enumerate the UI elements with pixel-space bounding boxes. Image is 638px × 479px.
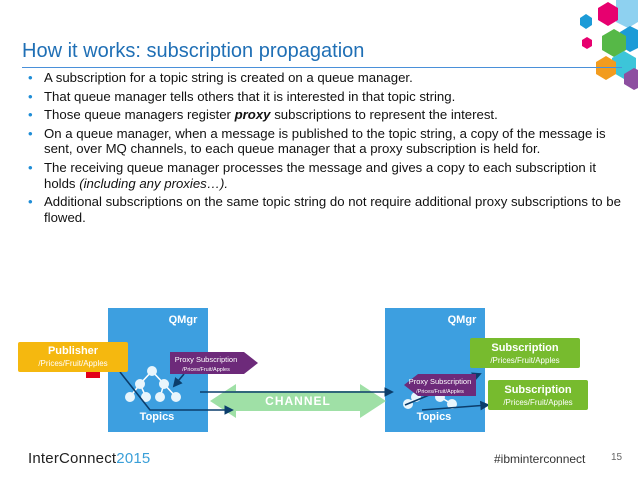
- flow-arrow: [119, 371, 234, 415]
- bullet-text: Additional subscriptions on the same top…: [44, 194, 621, 225]
- bullet-text: subscriptions to represent the interest.: [270, 107, 498, 123]
- flow-arrow: [421, 400, 490, 411]
- proxy-subscription-right: Proxy Subscription /Prices/Fruit/Apples: [404, 374, 476, 396]
- subscription-box-2: Subscription /Prices/Fruit/Apples: [488, 380, 588, 410]
- hexagon-decoration: [580, 0, 638, 90]
- proxy-left-title: Proxy Subscription: [175, 355, 238, 364]
- bullet-dot: •: [28, 88, 33, 104]
- topic-node: [159, 379, 169, 389]
- bullet-text: That queue manager tells others that it …: [44, 88, 456, 104]
- publisher-accent: [86, 368, 100, 378]
- bullet-dot: •: [28, 159, 33, 175]
- topics-right-label: Topics: [417, 411, 452, 423]
- topic-node: [155, 392, 165, 402]
- channel: CHANNEL: [210, 384, 386, 418]
- flow-arrow: [172, 373, 185, 388]
- topics-left-label: Topics: [140, 411, 175, 423]
- bullet-dot: •: [28, 70, 33, 85]
- subscription-1-topic: /Prices/Fruit/Apples: [490, 356, 559, 365]
- bullet-dot: •: [28, 107, 33, 123]
- subscription-2-topic: /Prices/Fruit/Apples: [503, 398, 572, 407]
- bullet-list: • A subscription for a topic string is cr…: [22, 70, 622, 228]
- topic-tree-left: [125, 366, 181, 402]
- proxy-subscription-left: Proxy Subscription /Prices/Fruit/Apples: [170, 352, 258, 374]
- bullet-item: • That queue manager tells others that it…: [22, 89, 622, 105]
- topic-node: [125, 392, 135, 402]
- topic-node: [147, 366, 157, 376]
- publisher-box: Publisher /Prices/Fruit/Apples: [18, 342, 128, 372]
- subscription-propagation-diagram: QMgr QMgr CHANNEL: [18, 308, 588, 432]
- channel-label: CHANNEL: [265, 394, 331, 408]
- subscription-1-title: Subscription: [491, 342, 559, 354]
- bullet-text: (including any proxies…).: [79, 175, 228, 191]
- topic-node: [447, 399, 457, 409]
- bullet-text: Those queue managers register: [44, 107, 235, 123]
- qmgr-right-label: QMgr: [448, 314, 477, 326]
- publisher-topic: /Prices/Fruit/Apples: [38, 359, 107, 368]
- bullet-dot: •: [28, 125, 33, 141]
- footer-brand: InterConnect2015: [28, 450, 150, 467]
- page-title: How it works: subscription propagation: [22, 40, 365, 62]
- bullet-text: A subscription for a topic string is cre…: [44, 70, 413, 85]
- bullet-dot: •: [28, 194, 33, 210]
- qmgr-right-box: [385, 308, 485, 432]
- topic-node: [141, 392, 151, 402]
- proxy-right-title: Proxy Subscription: [409, 377, 472, 386]
- brand-name: InterConnect: [28, 450, 117, 467]
- proxy-left-topic: /Prices/Fruit/Apples: [182, 367, 230, 373]
- subscription-box-1: Subscription /Prices/Fruit/Apples: [470, 338, 580, 368]
- qmgr-left-label: QMgr: [169, 314, 198, 326]
- bullet-item: • Additional subscriptions on the same to…: [22, 194, 622, 225]
- brand-year: 2015: [116, 450, 151, 467]
- topic-node: [135, 379, 145, 389]
- bullet-text: proxy: [234, 107, 271, 123]
- subscription-2-title: Subscription: [504, 384, 572, 396]
- page-number: 15: [611, 452, 623, 463]
- title-divider: [22, 67, 622, 68]
- bullet-text: On a queue manager, when a message is pu…: [44, 125, 606, 157]
- bullet-item: • On a queue manager, when a message is p…: [22, 126, 622, 157]
- proxy-right-topic: /Prices/Fruit/Apples: [416, 389, 464, 395]
- bullet-text: The receiving queue manager processes th…: [44, 159, 596, 191]
- hashtag: #ibminterconnect: [494, 452, 586, 466]
- bullet-item: • Those queue managers register proxy sub…: [22, 107, 622, 123]
- bullet-item: • The receiving queue manager processes t…: [22, 160, 622, 191]
- publisher-title: Publisher: [48, 345, 99, 357]
- topic-node: [171, 392, 181, 402]
- bullet-item: • A subscription for a topic string is cr…: [22, 70, 622, 86]
